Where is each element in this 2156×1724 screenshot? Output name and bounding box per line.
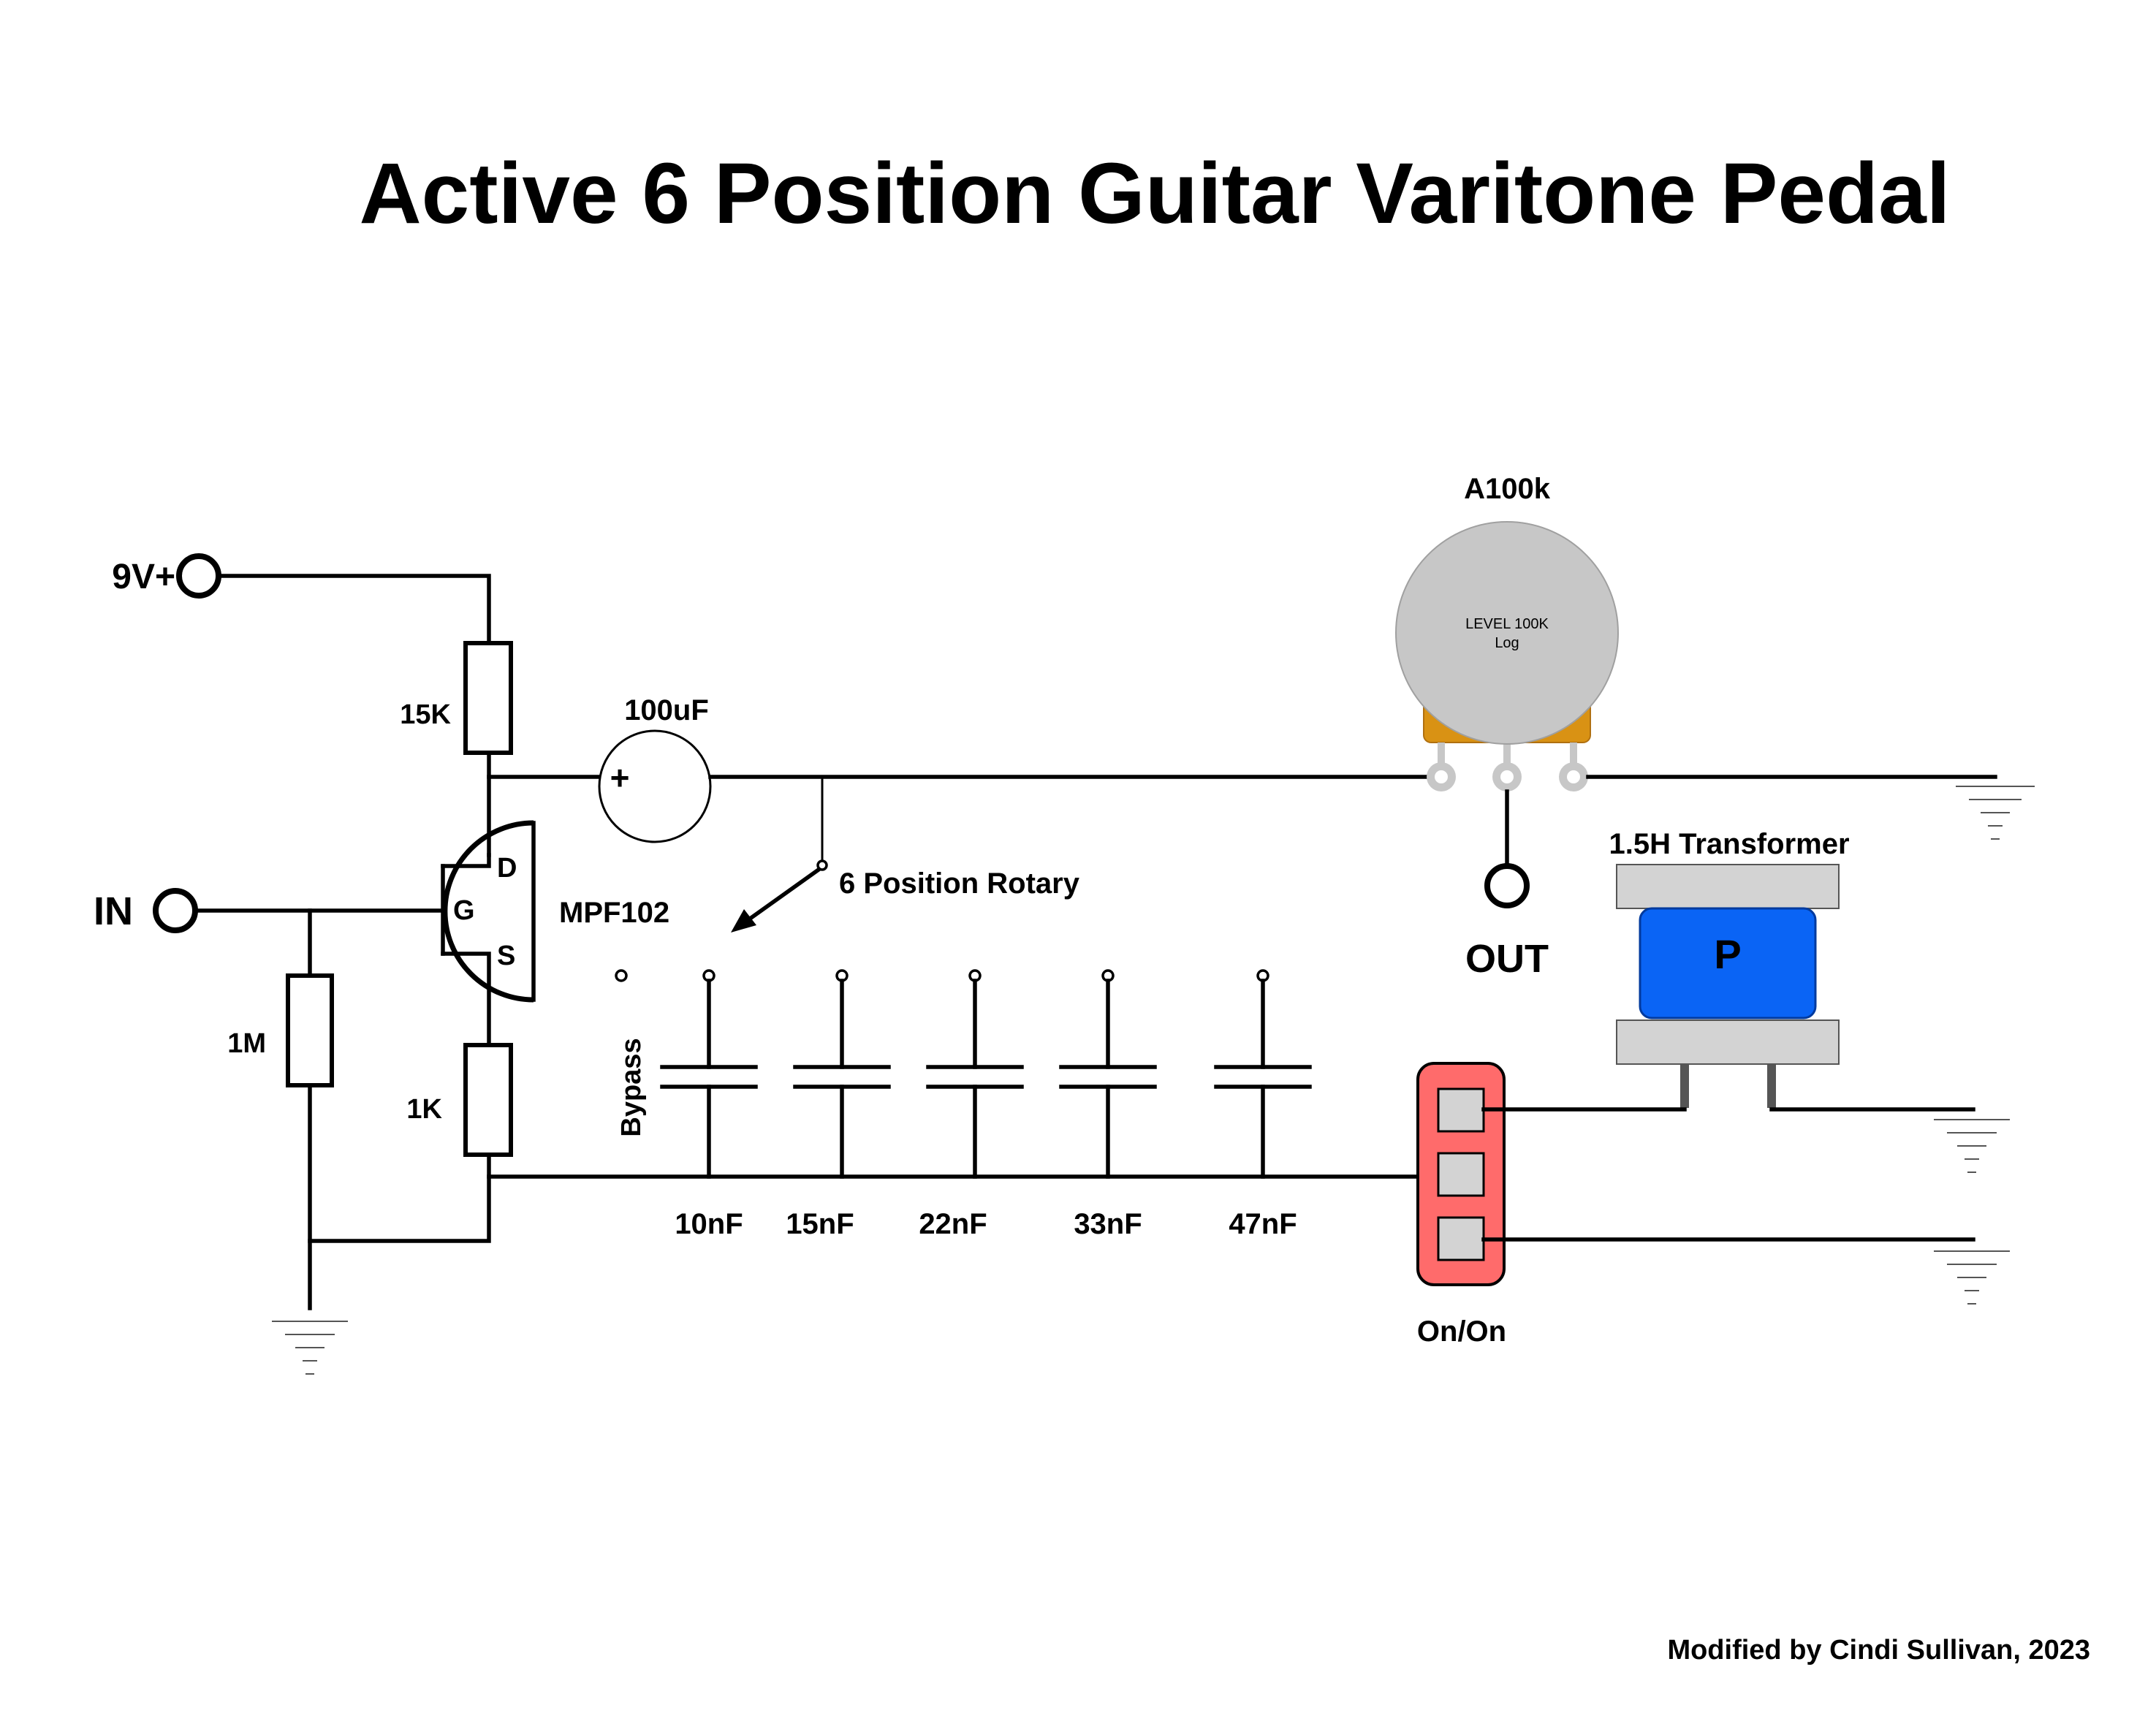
potentiometer-face-line2: Log [1495, 635, 1519, 651]
bypass-label: Bypass [616, 1038, 647, 1136]
potentiometer-label: A100k [1464, 473, 1551, 505]
credit-text: Modified by Cindi Sullivan, 2023 [1667, 1635, 2090, 1666]
capacitor-label-33nf: 33nF [1074, 1208, 1142, 1240]
capacitor-label-15nf: 15nF [786, 1208, 854, 1240]
resistor-15k-label: 15K [400, 699, 451, 730]
jfet-mpf102 [441, 820, 536, 1047]
diagram-title: Active 6 Position Guitar Varitone Pedal [359, 145, 1950, 242]
output-label: OUT [1465, 937, 1549, 981]
transformer-1-5h [1616, 864, 1840, 1108]
capacitor-15nf [793, 969, 891, 1179]
potentiometer-face-line1: LEVEL 100K [1465, 616, 1549, 632]
capacitor-label-47nf: 47nF [1229, 1208, 1297, 1240]
rotary-switch-label: 6 Position Rotary [839, 867, 1080, 900]
capacitor-22nf [926, 969, 1024, 1179]
capacitor-100uf-polarity: + [610, 759, 630, 797]
resistor-15k [463, 641, 513, 755]
transformer-coil-label: P [1714, 931, 1741, 977]
jfet-source-pin: S [497, 941, 515, 971]
capacitor-label-10nf: 10nF [675, 1208, 743, 1240]
capacitor-33nf [1059, 969, 1157, 1179]
capacitor-bank [660, 969, 1312, 1179]
ground-symbol-switch [1934, 1250, 2010, 1305]
jfet-gate-pin: G [453, 895, 475, 926]
transformer-label: 1.5H Transformer [1609, 828, 1849, 860]
capacitor-100uf-label: 100uF [624, 694, 709, 726]
toggle-switch-on-on [1416, 1062, 1506, 1286]
potentiometer-a100k [1395, 521, 1619, 791]
rotary-wiper [731, 777, 828, 933]
bypass-contact [615, 969, 628, 982]
resistor-1k-label: 1K [406, 1094, 442, 1125]
capacitor-label-22nf: 22nF [919, 1208, 987, 1240]
resistor-1m [286, 973, 334, 1087]
jfet-part-label: MPF102 [559, 897, 669, 929]
resistor-1m-label: 1M [227, 1028, 266, 1059]
power-label: 9V+ [112, 558, 175, 596]
input-terminal [153, 888, 198, 933]
power-terminal [176, 553, 221, 599]
resistor-1k [463, 1043, 513, 1157]
input-label: IN [94, 889, 133, 933]
capacitor-47nf [1214, 969, 1312, 1179]
ground-symbol-pot [1956, 786, 2035, 840]
capacitor-10nf [660, 969, 758, 1179]
ground-symbol-left [272, 1321, 348, 1375]
output-terminal [1484, 863, 1530, 908]
ground-symbol-transformer [1934, 1119, 2010, 1173]
toggle-switch-label: On/On [1417, 1315, 1506, 1348]
jfet-drain-pin: D [497, 853, 517, 884]
capacitor-100uf [598, 729, 712, 843]
